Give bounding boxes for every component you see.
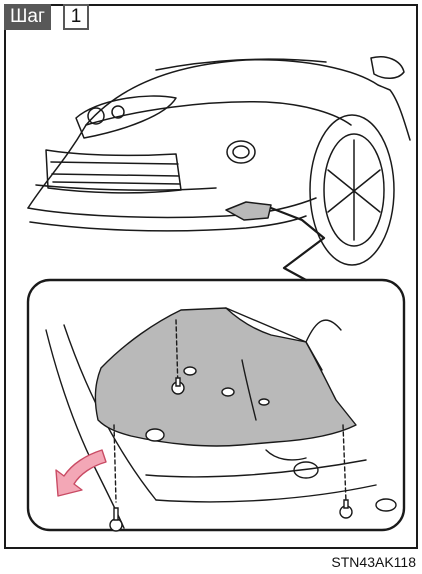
- hood-edge: [86, 102, 351, 125]
- figure-code: STN43AK118: [331, 554, 416, 570]
- step-number: 1: [63, 4, 89, 30]
- side-mirror: [371, 57, 404, 79]
- step-label: Шаг: [4, 4, 51, 30]
- bolt-icon: [340, 500, 352, 518]
- engine-under-cover: [95, 308, 356, 446]
- fog-light: [227, 141, 255, 163]
- headlight: [76, 96, 176, 138]
- callout-connector: [271, 208, 324, 280]
- illustration: [6, 30, 416, 547]
- removal-arrow: [56, 450, 106, 496]
